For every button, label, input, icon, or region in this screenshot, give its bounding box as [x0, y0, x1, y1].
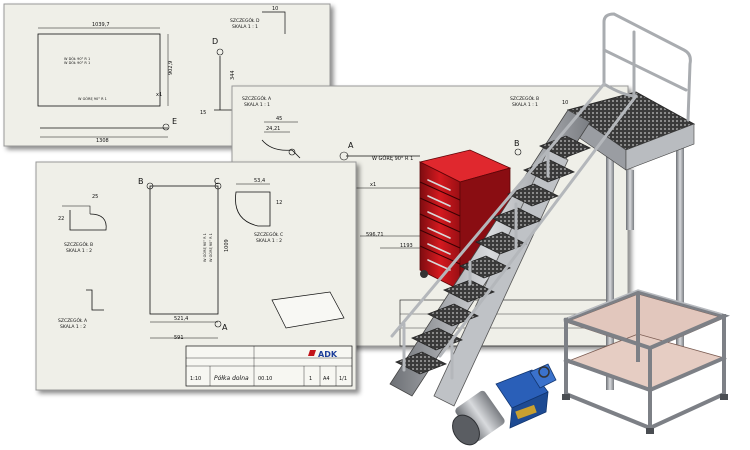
- dim-24-21: 24,21: [266, 126, 280, 132]
- drawing-sheet-back: 1039,7 902,9 W DÓŁ 90° R 1 W DÓŁ 90° R 1…: [3, 3, 331, 147]
- svg-text:ADK: ADK: [318, 350, 338, 359]
- dim-12: 12: [276, 200, 282, 206]
- blue-motor-assembly: [452, 363, 557, 446]
- title-part-name: Półka dolna: [214, 375, 249, 382]
- title-drawing-no: 00.10: [258, 376, 272, 382]
- dim-25: 25: [92, 194, 98, 200]
- flat-panel-outline: [37, 33, 161, 107]
- fold-text-mid: W GÓRĘ 90° R 1: [372, 155, 413, 162]
- drawing-sheet-front: B C W GÓRĘ 90° R 1 W GÓRĘ 90° R 1 1009 5…: [35, 161, 357, 391]
- dim-height: 902,9: [168, 61, 174, 75]
- staircase-platform: [389, 12, 696, 407]
- callout-a-front: A: [222, 323, 228, 332]
- callout-b-front: B: [138, 177, 144, 186]
- dim-1193: 1193: [400, 243, 413, 249]
- detail-c-scale-front: SKALA 1 : 2: [256, 238, 282, 244]
- dim-45: 45: [276, 116, 282, 122]
- callout-c-front: C: [214, 177, 220, 186]
- shelf-isometric-preview: [271, 291, 345, 329]
- detail-b-label-mid: SZCZEGÓŁ B: [510, 95, 539, 102]
- fold-line-2: W DÓŁ 90° R 1: [64, 60, 90, 65]
- dim-side: 344: [230, 70, 236, 80]
- quantity-mid: x1: [370, 182, 376, 188]
- shelf-flat-pattern: [149, 185, 219, 315]
- dim-small: 15: [200, 110, 206, 116]
- dim-bottom: 1308: [96, 138, 109, 144]
- detail-b-scale-mid: SKALA 1 : 1: [512, 102, 538, 108]
- detail-a-label-front: SZCZEGÓŁ A: [58, 317, 88, 324]
- dim-22: 22: [58, 216, 64, 222]
- detail-b-label-front: SZCZEGÓŁ B: [64, 241, 93, 248]
- title-sheet-value: 1: [309, 376, 312, 382]
- dim-width: 1039,7: [92, 22, 110, 28]
- dim-591: 591: [174, 335, 184, 341]
- fold-2-front: W GÓRĘ 90° R 1: [208, 233, 213, 262]
- detail-a-scale-front: SKALA 1 : 2: [60, 324, 86, 330]
- callout-d: D: [212, 37, 218, 46]
- quantity-back: x1: [156, 92, 162, 98]
- detail-a-scale-mid: SKALA 1 : 1: [244, 102, 270, 108]
- detail-d-scale: SKALA 1 : 1: [232, 24, 258, 30]
- fold-line-3: W GÓRĘ 90° R 1: [78, 96, 107, 101]
- dim-53-4: 53,4: [254, 178, 265, 184]
- dim-596: 596,71: [366, 232, 384, 238]
- title-page-value: 1/1: [339, 376, 347, 382]
- dim-1009: 1009: [224, 239, 230, 252]
- detail-d-label: SZCZEGÓŁ D: [230, 17, 260, 24]
- callout-b-mid: B: [514, 139, 520, 148]
- title-scale-value: 1:10: [190, 376, 201, 382]
- fold-1-front: W GÓRĘ 90° R 1: [202, 233, 207, 262]
- dim-521-4: 521,4: [174, 316, 188, 322]
- adk-logo: ADK: [308, 350, 338, 359]
- fold-line-1: W DÓŁ 90° R 1: [64, 56, 90, 61]
- dim-10-mid: 10: [562, 100, 568, 106]
- callout-a-mid: A: [348, 141, 354, 150]
- detail-a-label-mid: SZCZEGÓŁ A: [242, 95, 272, 102]
- title-block: 1:10 Półka dolna 00.10 1 A4 1/1 ADK: [185, 345, 353, 387]
- title-format-value: A4: [323, 376, 330, 382]
- detail-c-label-front: SZCZEGÓŁ C: [254, 231, 283, 238]
- detail-b-scale-front: SKALA 1 : 2: [66, 248, 92, 254]
- aluminium-cart: [562, 289, 730, 434]
- dim-top-right: 10: [272, 6, 278, 12]
- callout-e: E: [172, 117, 177, 126]
